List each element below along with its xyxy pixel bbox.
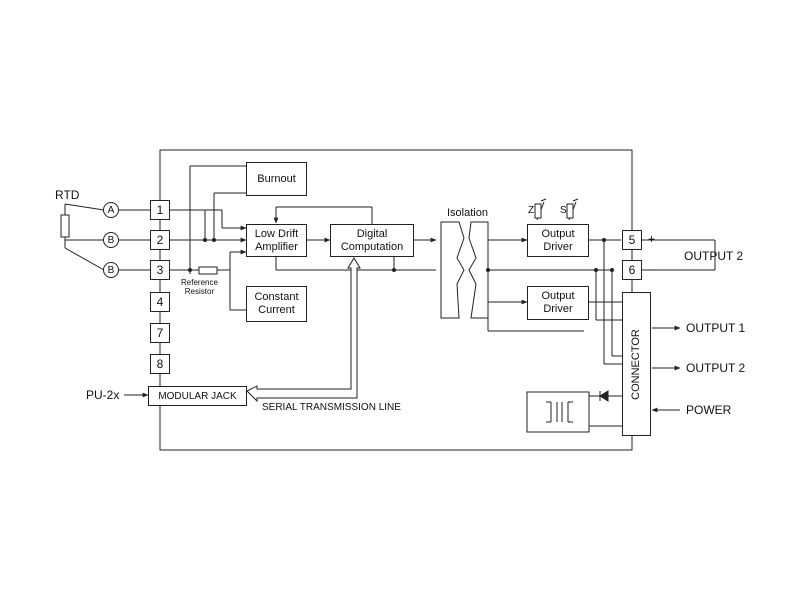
reference-resistor-label: Reference Resistor: [181, 278, 218, 296]
amplifier-block: Low Drift Amplifier: [246, 224, 307, 257]
burnout-block: Burnout: [246, 162, 307, 196]
terminal-1: 1: [150, 200, 170, 220]
power-supply-block: [526, 391, 590, 433]
terminal-5: 5: [622, 230, 642, 250]
terminal-8: 8: [150, 354, 170, 374]
wire-b1-circle: B: [103, 232, 119, 248]
wire-b2-circle: B: [103, 262, 119, 278]
burnout-label: Burnout: [257, 172, 296, 185]
terminal-6: 6: [622, 260, 642, 280]
computation-block: Digital Computation: [330, 224, 414, 257]
constant-current-block: Constant Current: [246, 286, 307, 322]
rtd-label: RTD: [55, 188, 80, 202]
zero-adjust-label: Z: [528, 205, 535, 216]
terminal-4: 4: [150, 292, 170, 312]
wire-a-circle: A: [103, 202, 119, 218]
output2-top-label: OUTPUT 2: [684, 249, 744, 263]
serial-line-arrow: [246, 257, 361, 403]
reference-resistor-icon: [198, 266, 218, 275]
terminal-7: 7: [150, 323, 170, 343]
isolation-label: Isolation: [447, 207, 488, 219]
amplifier-label: Low Drift Amplifier: [254, 227, 299, 253]
terminal-2: 2: [150, 230, 170, 250]
minus-label: –: [649, 262, 656, 276]
power-label: POWER: [686, 403, 732, 417]
span-adjust-label: S: [560, 205, 567, 216]
output-driver-1-block: Output Driver: [527, 224, 589, 257]
output-driver-2-label: Output Driver: [541, 290, 575, 315]
connector-block: CONNECTOR: [622, 292, 651, 436]
plus-label: +: [648, 232, 656, 246]
rtd-resistor-icon: [60, 214, 70, 238]
diode-icon: [599, 390, 609, 402]
output2-label: OUTPUT 2: [686, 361, 746, 375]
pu2x-label: PU-2x: [86, 388, 120, 402]
output1-label: OUTPUT 1: [686, 321, 746, 335]
connector-label: CONNECTOR: [630, 328, 643, 400]
modular-jack-block: MODULAR JACK: [148, 386, 247, 406]
constant-current-label: Constant Current: [254, 291, 299, 316]
computation-label: Digital Computation: [340, 227, 404, 253]
modular-jack-label: MODULAR JACK: [158, 390, 237, 402]
output-driver-2-block: Output Driver: [527, 286, 589, 320]
serial-line-label: SERIAL TRANSMISSION LINE: [262, 402, 401, 413]
terminal-3: 3: [150, 260, 170, 280]
output-driver-1-label: Output Driver: [541, 227, 575, 253]
